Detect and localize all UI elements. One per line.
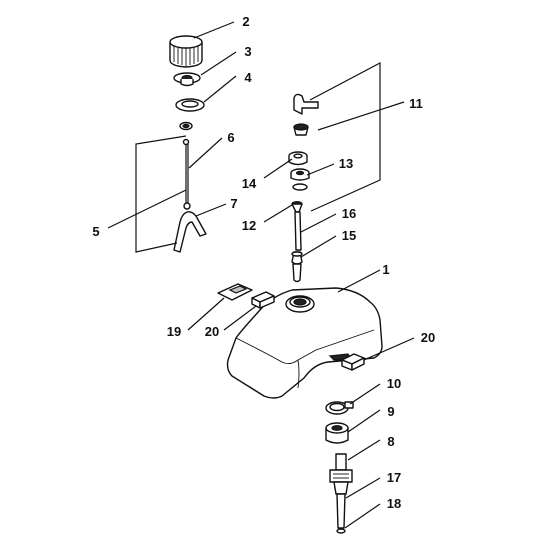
callout-19: 19 — [167, 324, 181, 339]
callout-13: 13 — [339, 156, 353, 171]
callout-16: 16 — [342, 206, 356, 221]
callout-4: 4 — [244, 70, 252, 85]
leader-lines — [107, 21, 415, 529]
group-bracket-right — [309, 62, 381, 212]
pickup-fitting — [293, 123, 309, 136]
callout-15: 15 — [342, 228, 356, 243]
fuel-tank — [226, 287, 383, 399]
tank-bracket-19 — [217, 283, 253, 301]
fuel-cap — [169, 35, 203, 68]
callout-17: 17 — [387, 470, 401, 485]
grommet-9 — [325, 422, 349, 444]
seal-18 — [336, 528, 346, 534]
pickup-weight — [291, 251, 303, 283]
retaining-strap — [182, 138, 191, 210]
callout-labels: 2 3 4 11 6 14 13 7 5 12 16 15 1 19 20 20… — [92, 14, 435, 511]
callout-5: 5 — [92, 224, 99, 239]
fuel-fitting-8 — [329, 453, 353, 495]
callout-20-right: 20 — [421, 330, 435, 345]
cap-ring — [179, 121, 193, 131]
callout-11: 11 — [409, 96, 423, 111]
callout-9: 9 — [387, 404, 394, 419]
strap-bracket — [173, 211, 207, 253]
callout-3: 3 — [244, 44, 251, 59]
group-bracket-left — [135, 135, 187, 253]
hose-clamp-10 — [325, 401, 354, 415]
callout-6: 6 — [227, 130, 234, 145]
cap-retainer — [173, 72, 201, 87]
pad-20-right — [341, 353, 365, 371]
washer-13 — [290, 168, 310, 181]
callout-8: 8 — [387, 434, 394, 449]
callout-2: 2 — [242, 14, 249, 29]
pickup-clip — [293, 93, 319, 115]
pad-20-upper — [251, 291, 275, 309]
callout-1: 1 — [382, 262, 389, 277]
grommet-14 — [288, 151, 308, 166]
fuel-line-17 — [336, 493, 346, 529]
callout-7: 7 — [230, 196, 237, 211]
callout-20: 20 — [205, 324, 219, 339]
callout-10: 10 — [387, 376, 401, 391]
oring-13 — [292, 183, 308, 191]
cap-gasket — [175, 98, 205, 112]
callout-12: 12 — [242, 218, 256, 233]
pickup-hose — [291, 201, 303, 251]
callout-14: 14 — [242, 176, 257, 191]
callout-18: 18 — [387, 496, 401, 511]
